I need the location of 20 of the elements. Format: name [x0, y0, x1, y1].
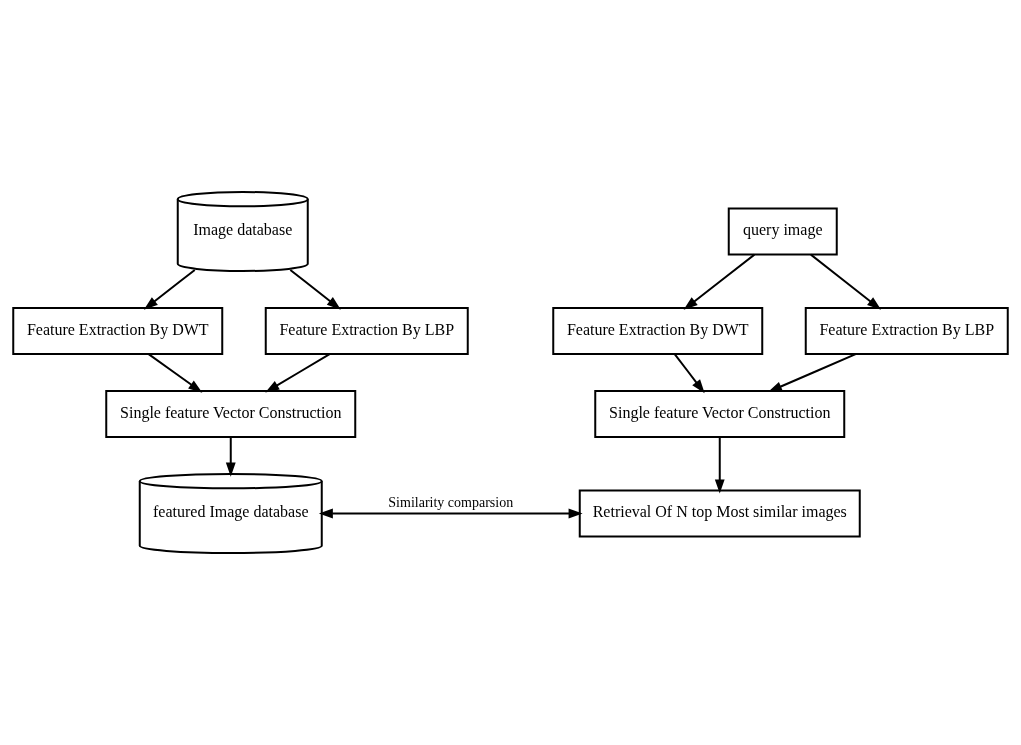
node-box: Feature Extraction By DWT	[12, 307, 224, 355]
arrow	[809, 253, 882, 310]
arrow	[143, 268, 196, 310]
arrow	[768, 353, 857, 393]
edge-label: Similarity comparsion	[388, 494, 514, 510]
arrow	[265, 353, 331, 393]
node-box: query image	[727, 207, 838, 256]
arrow	[147, 353, 203, 393]
arrow	[683, 253, 756, 310]
arrow	[289, 268, 341, 310]
arrow	[318, 508, 583, 519]
node-box: Single feature Vector Construction	[594, 390, 846, 438]
node-box: Retrieval Of N top Most similar images	[578, 489, 861, 538]
node-box: Feature Extraction By LBP	[804, 307, 1009, 355]
node-box: Feature Extraction By DWT	[552, 307, 764, 355]
arrow	[225, 436, 236, 477]
arrow	[714, 436, 725, 494]
arrow	[673, 353, 705, 394]
node-box: Single feature Vector Construction	[105, 390, 357, 438]
node-box: Feature Extraction By LBP	[264, 307, 469, 355]
